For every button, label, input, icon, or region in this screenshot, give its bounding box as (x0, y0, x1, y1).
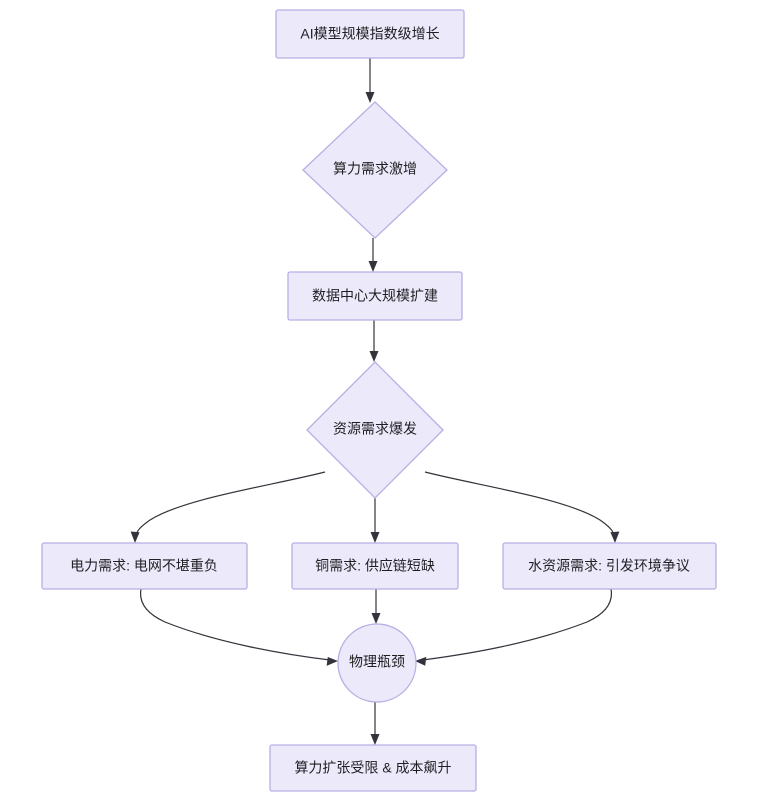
edge-resource-demand-to-water (424, 471, 620, 543)
node-layer: AI模型规模指数级增长 算力需求激增 数据中心大规模扩建 资源需求爆发 电力需求… (41, 9, 717, 792)
edge-bottleneck-to-cost (370, 702, 380, 745)
node-datacenter-expansion[interactable]: 数据中心大规模扩建 (287, 271, 463, 321)
node-resource-demand-explosion[interactable]: 资源需求爆发 (306, 361, 444, 499)
edge-ai-growth-to-compute-demand (365, 58, 375, 103)
edge-copper-to-bottleneck (371, 589, 381, 624)
node-datacenter-expansion-shape[interactable] (287, 271, 463, 321)
node-water-demand-shape[interactable] (502, 542, 717, 590)
edge-compute-demand-to-datacenter (368, 238, 378, 272)
edge-resource-demand-to-power (130, 471, 326, 543)
node-physical-bottleneck-label: 物理瓶颈 (349, 654, 405, 670)
edge-datacenter-to-resource-demand (369, 320, 379, 362)
node-compute-demand-surge-label: 算力需求激增 (333, 161, 417, 177)
edge-layer (130, 58, 620, 745)
node-datacenter-expansion-label: 数据中心大规模扩建 (312, 288, 438, 304)
node-ai-model-growth[interactable]: AI模型规模指数级增长 (275, 9, 465, 59)
node-resource-demand-explosion-label: 资源需求爆发 (333, 421, 417, 437)
node-copper-demand-label: 铜需求: 供应链短缺 (315, 558, 435, 574)
node-compute-limit-cost-surge-shape[interactable] (269, 744, 477, 792)
node-ai-model-growth-shape[interactable] (275, 9, 465, 59)
edge-resource-demand-to-copper (370, 498, 380, 543)
node-water-demand[interactable]: 水资源需求: 引发环境争议 (502, 542, 717, 590)
node-power-demand-shape[interactable] (41, 542, 248, 590)
node-physical-bottleneck[interactable]: 物理瓶颈 (337, 623, 417, 703)
node-resource-demand-explosion-shape[interactable] (306, 361, 444, 499)
edge-water-to-bottleneck (415, 588, 613, 666)
node-ai-model-growth-label: AI模型规模指数级增长 (300, 26, 439, 42)
node-compute-limit-cost-surge-label: 算力扩张受限 & 成本飙升 (294, 760, 451, 776)
node-copper-demand-shape[interactable] (291, 542, 459, 590)
node-water-demand-label: 水资源需求: 引发环境争议 (528, 558, 690, 574)
node-copper-demand[interactable]: 铜需求: 供应链短缺 (291, 542, 459, 590)
node-compute-demand-surge-shape[interactable] (302, 101, 448, 239)
node-compute-demand-surge[interactable]: 算力需求激增 (302, 101, 448, 239)
node-compute-limit-cost-surge[interactable]: 算力扩张受限 & 成本飙升 (269, 744, 477, 792)
node-power-demand[interactable]: 电力需求: 电网不堪重负 (41, 542, 248, 590)
node-physical-bottleneck-shape[interactable] (337, 623, 417, 703)
edge-power-to-bottleneck (139, 588, 338, 666)
node-power-demand-label: 电力需求: 电网不堪重负 (70, 558, 218, 574)
